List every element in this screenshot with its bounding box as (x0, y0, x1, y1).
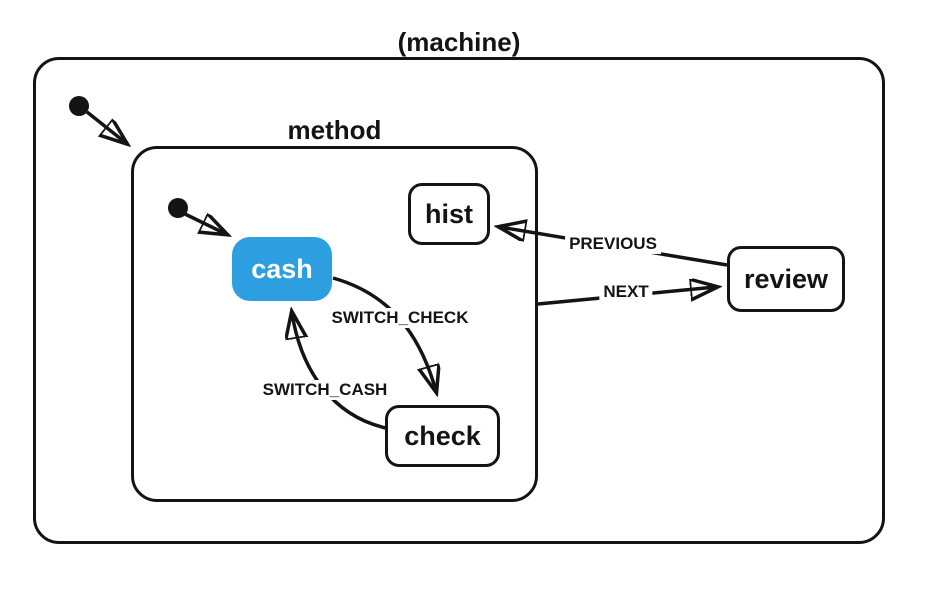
method-state-title: method (287, 115, 382, 145)
transition-label-switch-check[interactable]: SWITCH_CHECK (327, 308, 473, 328)
transition-label-next[interactable]: NEXT (599, 282, 653, 302)
transition-label-previous[interactable]: PREVIOUS (565, 234, 661, 254)
state-hist[interactable]: hist (408, 183, 490, 245)
machine-title: (machine) (397, 27, 521, 57)
state-cash[interactable]: cash (232, 237, 332, 301)
state-hist-label: hist (424, 198, 473, 229)
state-review[interactable]: review (727, 246, 845, 312)
machine-initial-dot (69, 96, 89, 116)
transition-label-switch-cash[interactable]: SWITCH_CASH (258, 380, 392, 400)
state-check-label: check (404, 420, 481, 451)
state-check[interactable]: check (385, 405, 500, 467)
state-review-label: review (743, 263, 829, 294)
state-cash-label: cash (251, 253, 313, 284)
method-initial-dot (168, 198, 188, 218)
